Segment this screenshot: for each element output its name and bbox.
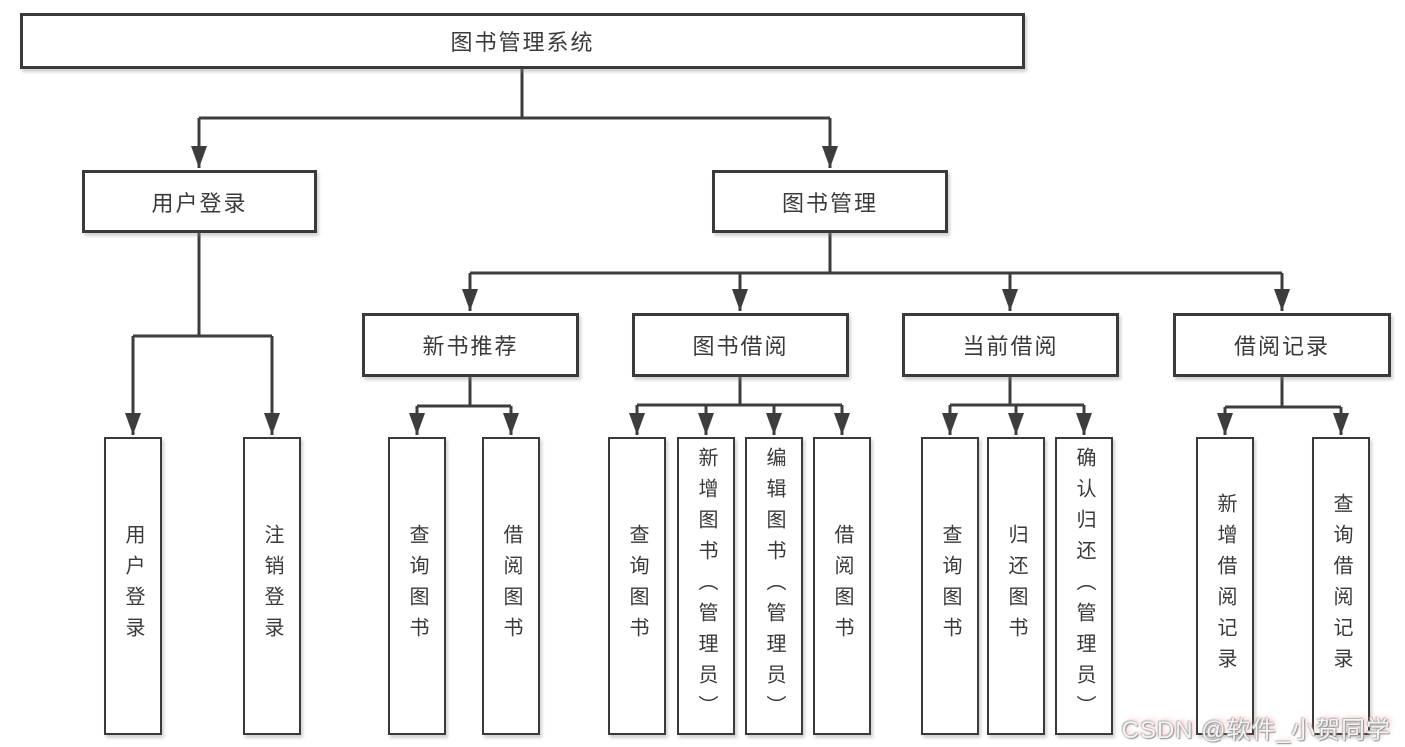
leaf-add-book-admin: 新增图书（管理员） (677, 437, 735, 735)
node-new-book-recommendation: 新书推荐 (362, 313, 579, 377)
node-label: 新增借阅记录 (1214, 493, 1236, 679)
node-book-management: 图书管理 (712, 170, 948, 233)
node-label: 用户登录 (151, 190, 248, 216)
node-label: 借阅图书 (831, 524, 853, 648)
csdn-watermark: CSDN @软件_小贺同学 (1121, 717, 1391, 744)
node-book-borrowing: 图书借阅 (632, 313, 849, 377)
node-label: 新书推荐 (422, 334, 519, 359)
leaf-logout: 注销登录 (243, 437, 301, 735)
leaf-borrow-books-borrow: 借阅图书 (813, 437, 871, 735)
node-label: 借阅图书 (500, 524, 522, 648)
node-label: 注销登录 (261, 524, 283, 648)
leaf-add-borrow-record: 新增借阅记录 (1196, 437, 1254, 735)
node-library-management-system: 图书管理系统 (20, 13, 1025, 69)
node-label: 用户登录 (122, 524, 144, 648)
leaf-query-books-borrow: 查询图书 (608, 437, 666, 735)
node-user-login: 用户登录 (82, 170, 317, 233)
node-borrowing-records: 借阅记录 (1173, 313, 1391, 377)
leaf-user-login: 用户登录 (104, 437, 162, 735)
connector-user-login (125, 233, 280, 435)
leaf-query-books-recommend: 查询图书 (388, 437, 446, 735)
leaf-return-books: 归还图书 (987, 437, 1045, 735)
leaf-confirm-return-admin: 确认归还（管理员） (1055, 437, 1113, 735)
node-label: 借阅记录 (1233, 334, 1330, 359)
node-label: 查询借阅记录 (1330, 493, 1352, 679)
node-label: 新增图书（管理员） (695, 446, 717, 726)
node-label: 图书借阅 (692, 334, 789, 359)
leaf-borrow-books-recommend: 借阅图书 (482, 437, 540, 735)
node-label: 查询图书 (406, 524, 428, 648)
node-label: 图书管理系统 (450, 30, 595, 55)
node-current-borrowing: 当前借阅 (902, 313, 1119, 377)
connector-borrowing-records (1217, 377, 1349, 435)
leaf-query-books-current: 查询图书 (921, 437, 979, 735)
connector-root (191, 69, 838, 168)
node-label: 编辑图书（管理员） (763, 446, 785, 726)
connector-new-book-recommendation (409, 377, 519, 435)
node-label: 查询图书 (626, 524, 648, 648)
connector-book-borrowing (629, 377, 850, 435)
node-label: 归还图书 (1005, 524, 1027, 648)
node-label: 查询图书 (939, 524, 961, 648)
node-label: 图书管理 (781, 190, 878, 216)
leaf-query-borrow-record: 查询借阅记录 (1312, 437, 1370, 735)
node-label: 确认归还（管理员） (1073, 446, 1095, 726)
leaf-edit-book-admin: 编辑图书（管理员） (745, 437, 803, 735)
connector-book-management (462, 233, 1290, 311)
connector-current-borrowing (942, 377, 1092, 435)
node-label: 当前借阅 (962, 334, 1059, 359)
